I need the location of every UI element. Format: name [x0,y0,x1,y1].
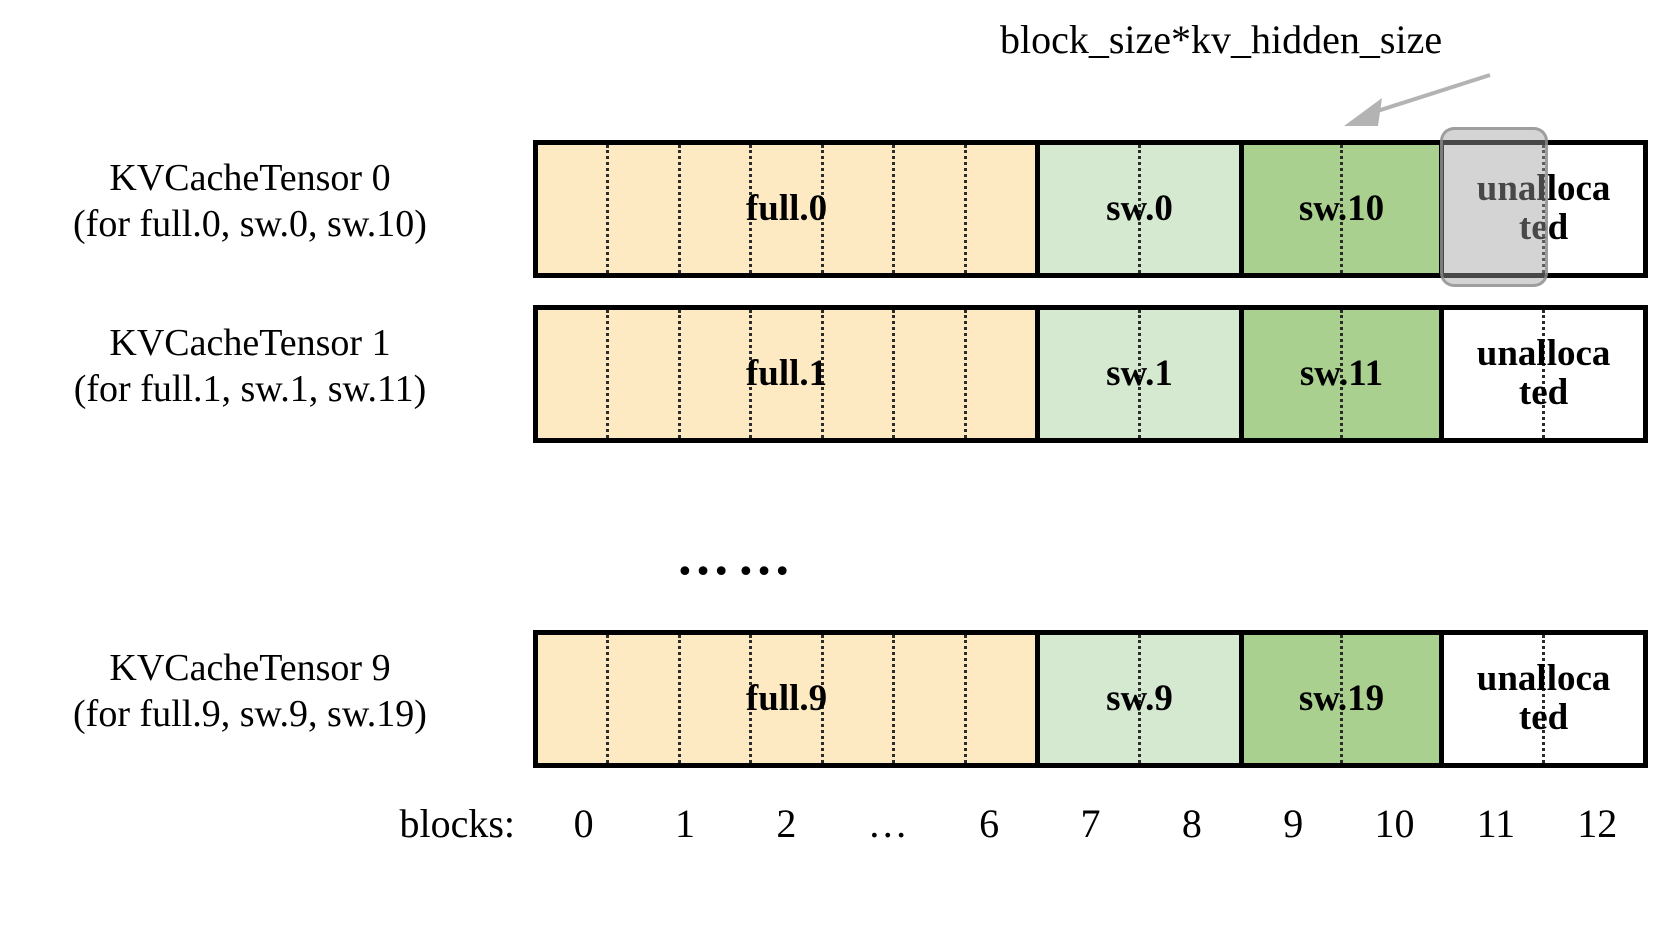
axis-tick: 2 [776,801,797,846]
segment-label: full.0 [745,187,828,229]
segment-label: unalloca ted [1476,658,1611,738]
sw-dark-segment[interactable]: sw.19 [1238,635,1440,763]
segment-label: full.1 [745,352,828,394]
block-ticks [1244,145,1439,273]
axis-tick: 1 [675,801,696,846]
block-ticks [1444,310,1643,438]
block-ticks [1040,145,1239,273]
sw-dark-segment[interactable]: sw.11 [1238,310,1440,438]
segment-label: sw.10 [1298,187,1385,229]
row-label-line1: KVCacheTensor 0 [109,157,391,199]
full-segment[interactable]: full.0 [538,145,1036,273]
unallocated-segment[interactable]: unalloca ted [1439,310,1643,438]
segment-label: sw.0 [1106,187,1173,229]
full-segment[interactable]: full.9 [538,635,1036,763]
segment-label: sw.19 [1298,677,1385,719]
axis-tick: 10 [1374,801,1415,846]
sw-light-segment[interactable]: sw.1 [1035,310,1239,438]
rows-ellipsis: …… [676,526,798,586]
row-label-line2: (for full.0, sw.0, sw.10) [73,203,427,246]
block-ticks [1244,635,1439,763]
block-ticks [1244,310,1439,438]
row-label: KVCacheTensor 9 (for full.9, sw.9, sw.19… [0,645,500,738]
axis-tick: 12 [1577,801,1618,846]
segment-label: sw.9 [1106,677,1173,719]
axis-tick: 0 [573,801,594,846]
kv-cache-tensor-bar: full.1 sw.1 sw.11 unalloca ted [533,305,1648,443]
row-label-line2: (for full.1, sw.1, sw.11) [73,368,427,411]
block-ticks [1444,145,1643,273]
axis-tick: 6 [979,801,1000,846]
segment-label: full.9 [745,677,828,719]
sw-dark-segment[interactable]: sw.10 [1238,145,1440,273]
unallocated-segment[interactable]: unalloca ted [1439,145,1643,273]
block-ticks [1040,635,1239,763]
kv-cache-tensor-bar: full.9 sw.9 sw.19 unalloca ted [533,630,1648,768]
row-label: KVCacheTensor 0 (for full.0, sw.0, sw.10… [0,155,500,248]
row-label-line1: KVCacheTensor 9 [109,647,391,689]
segment-label: unalloca ted [1476,168,1611,248]
row-label-line1: KVCacheTensor 1 [109,322,391,364]
axis-tick: … [867,801,908,846]
block-ticks [1444,635,1643,763]
axis-tick: 8 [1181,801,1202,846]
block-ticks [538,310,1035,438]
blocks-axis: blocks: 0 1 2 … 6 7 8 9 10 11 12 [0,800,1676,870]
segment-label: sw.11 [1299,352,1384,394]
full-segment[interactable]: full.1 [538,310,1036,438]
axis-tick: 9 [1283,801,1304,846]
row-label-line2: (for full.9, sw.9, sw.19) [73,693,427,736]
unallocated-segment[interactable]: unalloca ted [1439,635,1643,763]
sw-light-segment[interactable]: sw.0 [1035,145,1239,273]
segment-label: sw.1 [1106,352,1173,394]
axis-tick: 7 [1080,801,1101,846]
annotation-arrow-icon [1344,73,1491,126]
block-ticks [1040,310,1239,438]
row-label: KVCacheTensor 1 (for full.1, sw.1, sw.11… [0,320,500,413]
annotation-label: block_size*kv_hidden_size [1000,17,1443,62]
blocks-axis-title: blocks: [399,801,515,846]
block-ticks [538,145,1035,273]
blocks-axis-ticks: 0 1 2 … 6 7 8 9 10 11 12 [533,800,1648,860]
segment-label: unalloca ted [1476,333,1611,413]
sw-light-segment[interactable]: sw.9 [1035,635,1239,763]
kv-cache-tensor-bar: full.0 sw.0 sw.10 unalloca ted [533,140,1648,278]
axis-tick: 11 [1476,801,1516,846]
block-ticks [538,635,1035,763]
